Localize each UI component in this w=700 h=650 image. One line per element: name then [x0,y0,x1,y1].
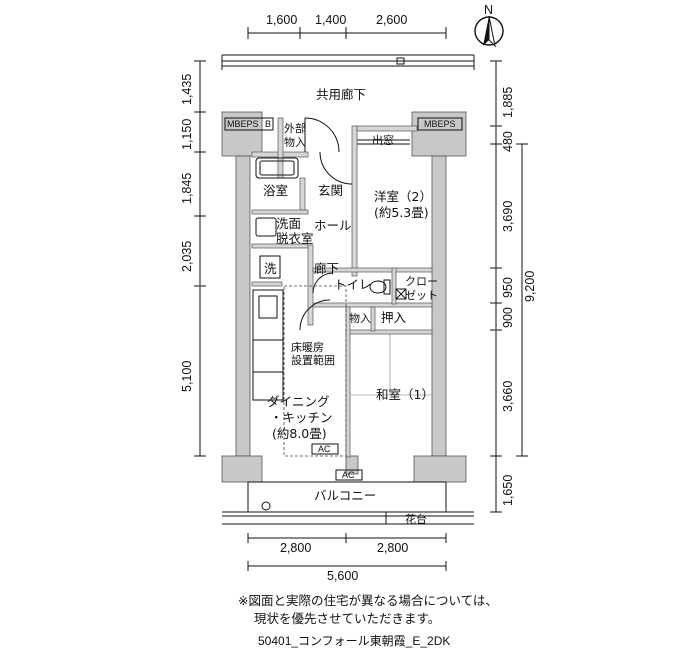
label-hallway: 廊下 [314,261,339,276]
fixtures [224,117,463,481]
dim-bottom-2: 2,800 [377,541,408,555]
dim-top-3: 2,600 [376,13,407,27]
floor-heating-area [283,285,347,457]
dim-right-2: 480 [501,131,515,152]
bottom-dimension-lines [247,533,447,571]
interior-partitions [251,117,433,458]
disclaimer-line-2: 現状を優先させていただきます。 [254,611,441,626]
tatami-lines [350,334,432,396]
label-western-room-2: (約5.3畳) [374,205,429,220]
label-outside-storage-2: 物入 [284,135,306,149]
dim-right-1: 1,885 [501,87,515,118]
dim-left-2: 1,150 [180,119,194,150]
north-label: N [484,3,493,17]
dim-bottom-1: 2,800 [280,541,311,555]
plan-caption: 50401_コンフォール東朝霞_E_2DK [258,634,451,648]
label-oshiire: 押入 [381,310,407,325]
left-dimension-lines [194,60,206,457]
label-mbeps-left: MBEPS [227,119,259,129]
label-ac-2: AC [342,470,355,480]
label-entrance: 玄関 [318,183,343,198]
label-closet-2: ゼット [405,289,438,302]
dim-right-4: 950 [501,277,515,298]
dim-left-5: 5,100 [180,361,194,392]
label-flower-bed: 花台 [405,512,427,526]
dim-left-1: 1,435 [180,74,194,105]
label-washroom-2: 脱衣室 [276,231,314,246]
label-washroom-1: 洗面 [276,216,301,231]
label-washer: 洗 [264,261,277,276]
dim-bottom-total: 5,600 [327,569,358,583]
dim-top-2: 1,400 [315,13,346,27]
label-closet-1: クロー [405,275,438,288]
label-dk-1: ダイニング [267,394,330,409]
label-dk-2: ・キッチン [270,410,333,425]
top-dimension-lines [247,27,447,39]
label-outside-storage-1: 外部 [284,121,306,135]
label-floor-heating-1: 床暖房 [291,340,324,354]
label-balcony: バルコニー [314,488,376,503]
label-floor-heating-2: 設置範囲 [291,353,335,367]
right-dimension-lines [490,60,528,513]
label-mbeps-right: MBEPS [424,119,456,129]
label-bay-window: 出窓 [372,133,394,147]
label-corridor: 共用廊下 [316,87,366,102]
dim-right-6: 3,660 [501,381,515,412]
label-storage: 物入 [349,311,371,325]
label-ac-1: AC [318,444,331,454]
structural-walls [221,111,467,483]
label-hall: ホール [314,218,352,233]
label-mbeps-b: B [265,119,271,129]
label-western-room-1: 洋室（2） [374,189,432,204]
label-washitsu: 和室（1） [376,387,434,402]
dim-left-4: 2,035 [180,241,194,272]
balcony-rail [222,481,474,525]
label-dk-3: (約8.0畳) [272,426,327,441]
north-arrow-icon [474,15,504,48]
dim-top-1: 1,600 [266,13,297,27]
dim-right-5: 900 [501,307,515,328]
disclaimer-line-1: ※図面と実際の住宅が異なる場合については、 [238,593,498,608]
label-toilet: トイレ [334,277,372,292]
dim-right-7: 1,650 [501,475,515,506]
corridor-rail [221,54,475,70]
dim-right-3: 3,690 [501,201,515,232]
label-bath: 浴室 [263,183,288,198]
dim-right-total: 9,200 [523,271,537,302]
dim-left-3: 1,845 [180,173,194,204]
